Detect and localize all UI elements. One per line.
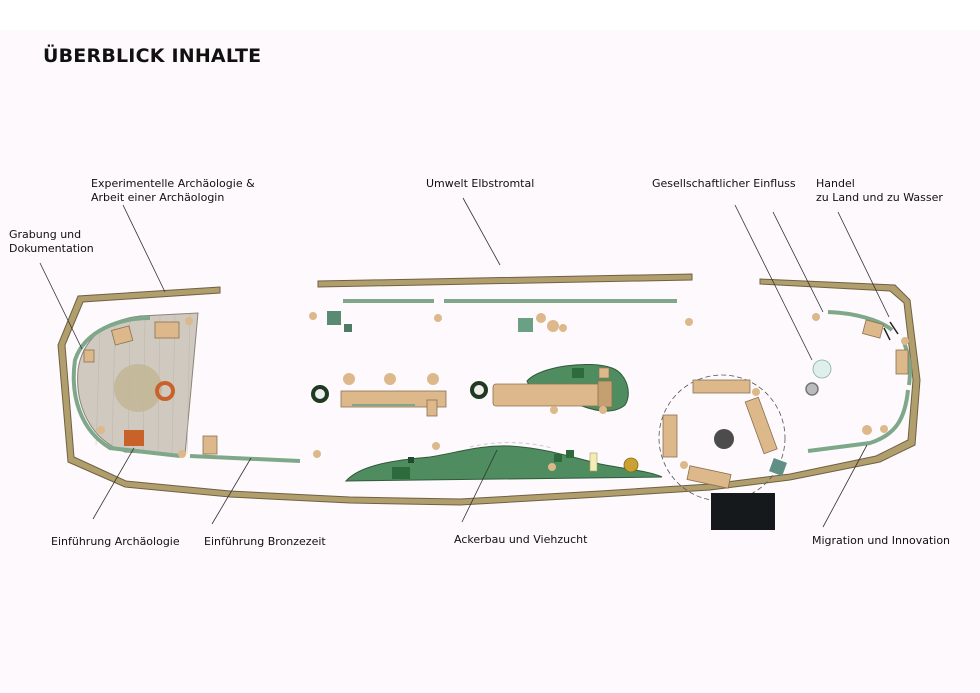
label-gesellschaft: Gesellschaftlicher Einfluss	[652, 177, 796, 190]
bronze-intro-rail	[189, 454, 301, 463]
log-boat-end	[597, 380, 613, 408]
dark-display-block	[711, 493, 775, 530]
ackerbau-table	[344, 445, 663, 482]
green-island-box-2	[598, 367, 610, 379]
center-stool-2	[384, 373, 396, 385]
label-grabung: Grabung und Dokumentation	[9, 228, 94, 256]
round-table-top	[692, 379, 751, 394]
green-island-box-1	[572, 368, 584, 378]
leader-ackerbau	[461, 449, 498, 523]
leader-gesellschaft	[734, 204, 813, 361]
right-stool-4	[880, 425, 888, 433]
right-rail-top	[827, 310, 894, 332]
archaeology-stool-2	[97, 426, 105, 434]
umwelt-stool-3	[536, 313, 546, 323]
label-grabung-line1: Grabung und	[9, 228, 82, 241]
right-stool-2	[901, 337, 909, 345]
archaeology-box-2	[154, 321, 180, 339]
center-stool-3	[427, 373, 439, 385]
ackerbau-light	[589, 452, 598, 472]
ackerbau-box-1	[392, 467, 410, 479]
label-einfuehrung-archaeologie: Einführung Archäologie	[51, 535, 180, 548]
glass-sphere	[812, 359, 832, 379]
round-table-bottom	[686, 465, 732, 489]
ackerbau-gold-disc	[623, 457, 639, 473]
right-marker-1	[883, 327, 891, 341]
label-grabung-line2: Dokumentation	[9, 242, 94, 255]
label-einfuehrung-bronzezeit: Einführung Bronzezeit	[204, 535, 326, 548]
outer-wall	[57, 278, 921, 506]
ackerbau-dashed-edge	[469, 442, 553, 449]
umwelt-stool-5	[559, 324, 567, 332]
archaeology-crate	[124, 430, 144, 446]
right-stool-3	[862, 425, 872, 435]
label-experimentelle-line1: Experimentelle Archäologie &	[91, 177, 255, 190]
umwelt-cube-2	[344, 324, 352, 332]
green-island-stool-1	[550, 406, 558, 414]
right-box-side	[895, 349, 909, 375]
round-zone-center	[714, 429, 734, 449]
leader-experimentelle	[122, 204, 166, 293]
umwelt-stool-2	[434, 314, 442, 322]
archaeology-box-3	[83, 349, 95, 363]
round-table-right	[744, 396, 778, 455]
umwelt-cube-1	[327, 311, 341, 325]
bronze-intro-stool	[313, 450, 321, 458]
right-marker-2	[889, 321, 899, 335]
center-stool-1	[343, 373, 355, 385]
ackerbau-stool-1	[432, 442, 440, 450]
green-island-stool-2	[599, 406, 607, 414]
leader-einfuehrung-archaeologie	[92, 447, 135, 520]
label-migration: Migration und Innovation	[812, 534, 951, 547]
ackerbau-stool-2	[548, 463, 556, 471]
label-experimentelle: Experimentelle Archäologie & Arbeit eine…	[91, 177, 255, 205]
umwelt-stool-6	[685, 318, 693, 326]
grey-disc	[805, 382, 819, 396]
leader-handel	[837, 211, 890, 318]
label-handel: Handel zu Land und zu Wasser	[816, 177, 943, 205]
center-table-stand	[426, 399, 438, 417]
leader-umwelt	[462, 197, 501, 266]
target-marker	[155, 381, 175, 401]
umwelt-stool-1	[309, 312, 317, 320]
dark-ring-1	[311, 385, 329, 403]
leader-migration	[822, 444, 868, 528]
leader-einfuehrung-bronzezeit	[211, 457, 252, 525]
page-title: ÜBERBLICK INHALTE	[43, 45, 262, 67]
round-stool-1	[680, 461, 688, 469]
ackerbau-box-3	[554, 454, 562, 462]
right-rail-side	[902, 341, 912, 386]
round-teal-cube	[769, 458, 787, 476]
label-umwelt: Umwelt Elbstromtal	[426, 177, 535, 190]
leader-gesellschaft-2	[772, 211, 824, 313]
ackerbau-box-4	[566, 450, 574, 458]
leader-grabung	[39, 262, 83, 350]
archaeology-box-1	[111, 325, 134, 346]
label-ackerbau: Ackerbau und Viehzucht	[454, 533, 588, 546]
top-wall	[317, 273, 693, 288]
right-stool-1	[812, 313, 820, 321]
archaeology-stool-3	[178, 450, 186, 458]
right-box-top	[862, 319, 884, 339]
umwelt-cube-3	[518, 318, 533, 332]
round-table-left	[662, 414, 678, 458]
archaeology-stool-1	[185, 317, 193, 325]
bronze-intro-box	[202, 435, 218, 455]
label-experimentelle-line2: Arbeit einer Archäologin	[91, 191, 225, 204]
label-handel-line2: zu Land und zu Wasser	[816, 191, 943, 204]
round-stool-2	[752, 388, 760, 396]
center-table	[340, 390, 447, 408]
archaeology-rail	[71, 316, 181, 458]
dark-ring-2	[470, 381, 488, 399]
excavation-pit	[114, 364, 162, 412]
label-handel-line1: Handel	[816, 177, 855, 190]
ackerbau-box-2	[408, 457, 414, 463]
umwelt-stool-4	[547, 320, 559, 332]
right-rail-bottom	[807, 389, 910, 453]
log-boat	[492, 383, 607, 407]
